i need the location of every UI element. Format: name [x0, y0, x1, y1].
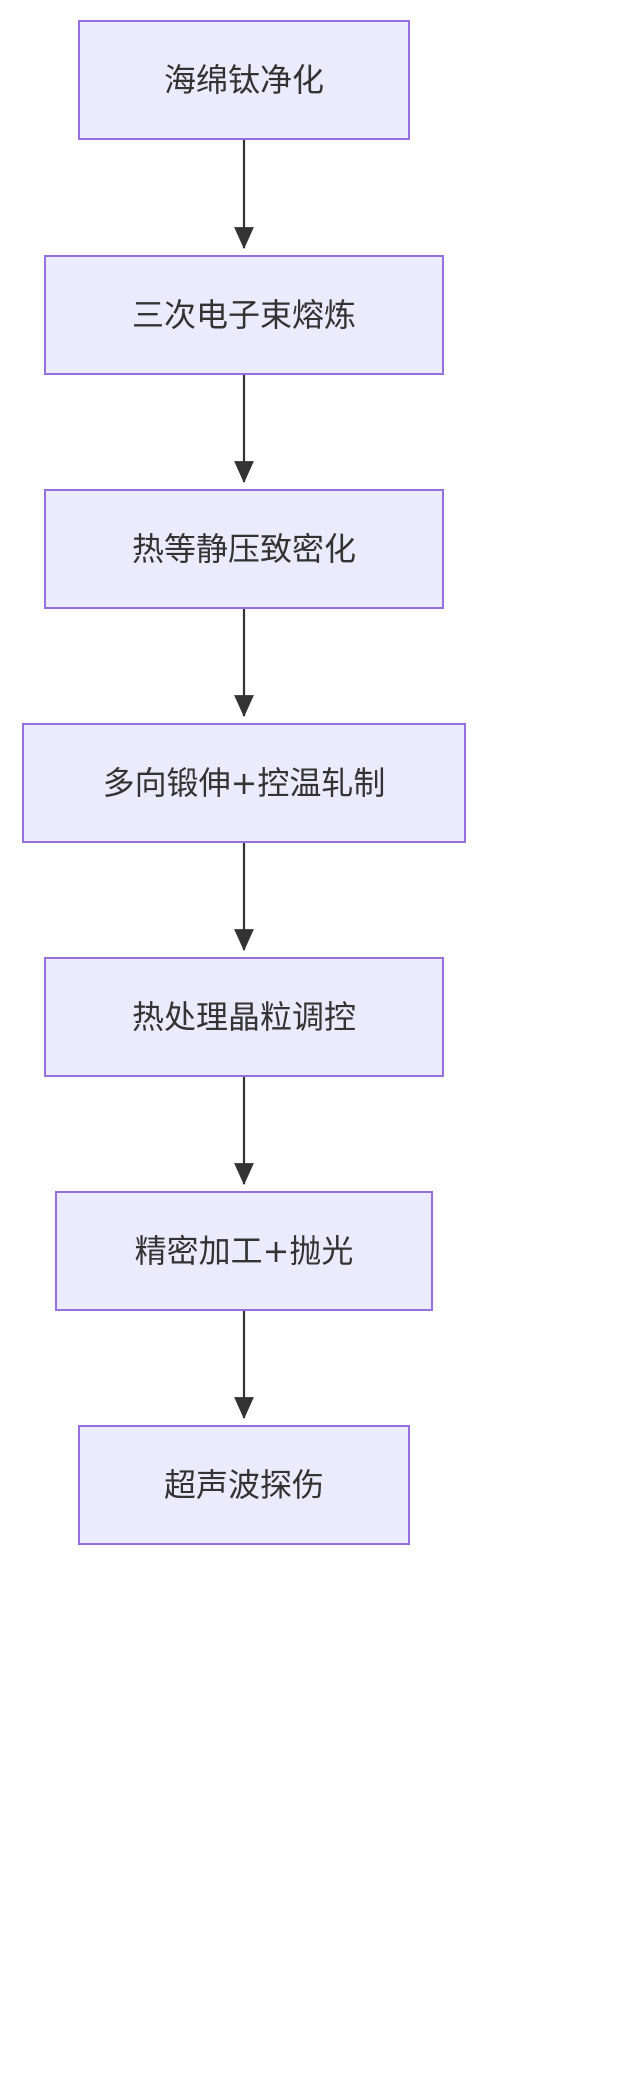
- flow-node-label: 精密加工+抛光: [134, 1232, 354, 1270]
- flow-node-hot-isostatic-pressing[interactable]: 热等静压致密化: [44, 489, 444, 609]
- flow-node-label: 超声波探伤: [163, 1466, 324, 1504]
- flow-node-label: 三次电子束熔炼: [131, 296, 356, 334]
- flow-node-label: 海绵钛净化: [163, 61, 324, 99]
- flow-node-sponge-titanium-purification[interactable]: 海绵钛净化: [78, 20, 410, 140]
- flow-node-multidirectional-forging-rolling[interactable]: 多向锻伸+控温轧制: [22, 723, 466, 843]
- flow-node-triple-electron-beam-melting[interactable]: 三次电子束熔炼: [44, 255, 444, 375]
- flow-node-precision-machining-polishing[interactable]: 精密加工+抛光: [55, 1191, 433, 1311]
- flow-node-label: 热等静压致密化: [131, 530, 356, 568]
- flow-node-heat-treatment-grain-control[interactable]: 热处理晶粒调控: [44, 957, 444, 1077]
- flow-node-ultrasonic-flaw-detection[interactable]: 超声波探伤: [78, 1425, 410, 1545]
- flow-node-label: 多向锻伸+控温轧制: [102, 764, 386, 802]
- flow-node-label: 热处理晶粒调控: [131, 998, 356, 1036]
